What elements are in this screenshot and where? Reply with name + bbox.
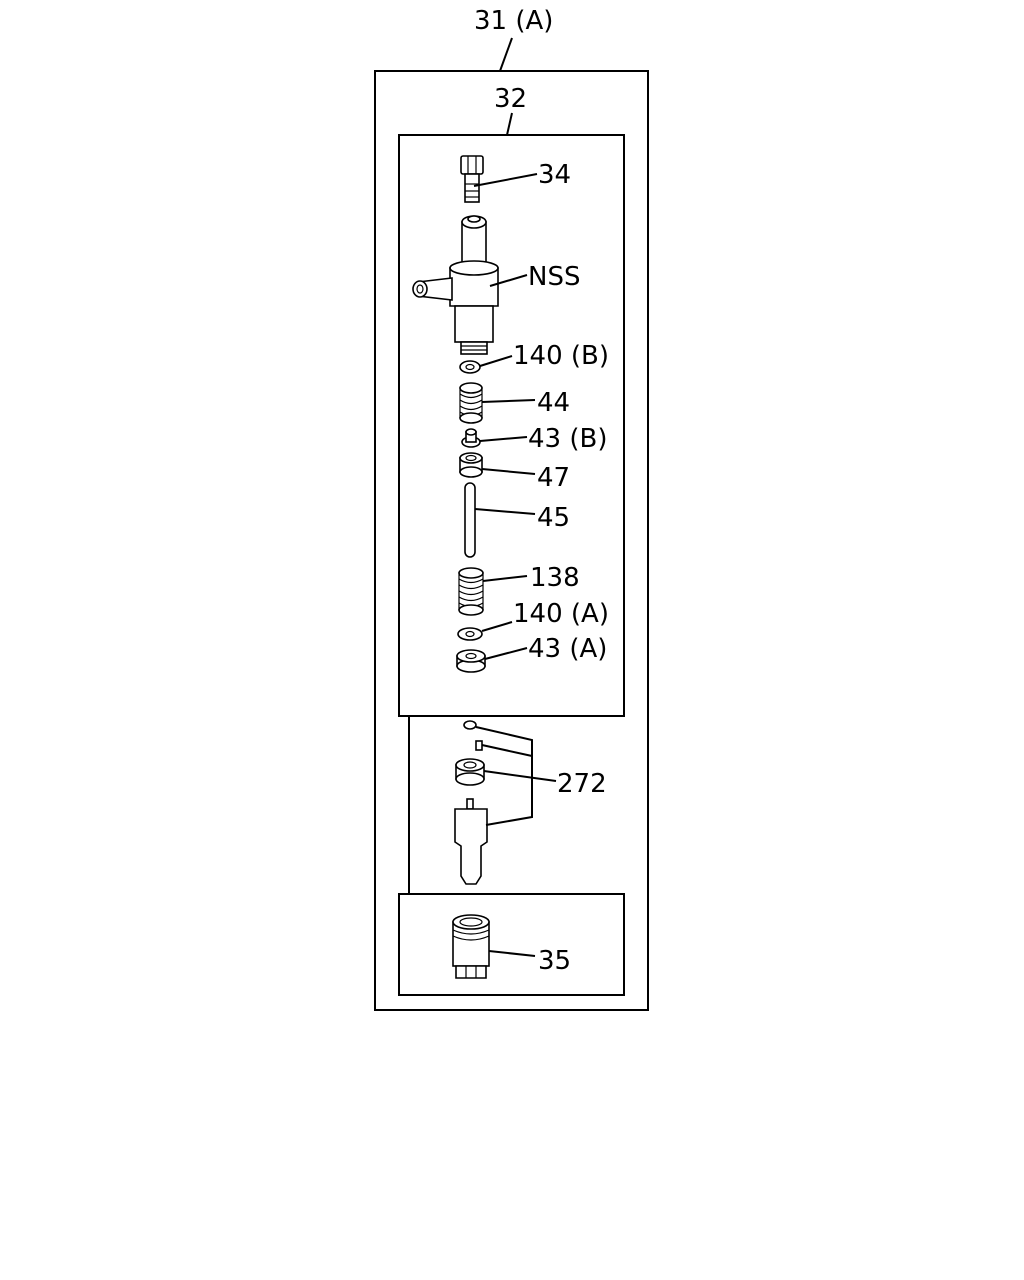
seat-43a [456,649,486,673]
spring-138 [458,567,484,616]
holder-frame [398,134,625,717]
seat-43b [461,428,481,448]
rod-45 [464,482,476,558]
label-nozzle-kit: 272 [557,769,607,799]
injector-body-nss [412,215,499,355]
label-seat-a: 43 (A) [528,634,607,664]
label-assembly: 31 (A) [474,6,553,36]
washer-140b [459,360,481,374]
label-spring-large: 138 [530,563,580,593]
label-cap: 47 [537,463,570,493]
label-washer-a: 140 (A) [513,599,609,629]
label-body: NSS [528,262,580,292]
label-holder: 32 [494,84,527,114]
label-nut: 35 [538,946,571,976]
nozzle-kit-272 [454,720,488,885]
label-rod: 45 [537,503,570,533]
washer-140a [457,627,483,641]
cap-47 [459,452,483,478]
label-washer-b: 140 (B) [513,341,609,371]
label-bolt: 34 [538,160,571,190]
bolt-34 [460,155,484,203]
label-spring-small: 44 [537,388,570,418]
lower-frame [398,716,625,996]
nut-35 [452,914,490,979]
label-seat-b: 43 (B) [528,424,607,454]
outer-frame [374,70,649,1011]
spring-44 [459,382,483,424]
